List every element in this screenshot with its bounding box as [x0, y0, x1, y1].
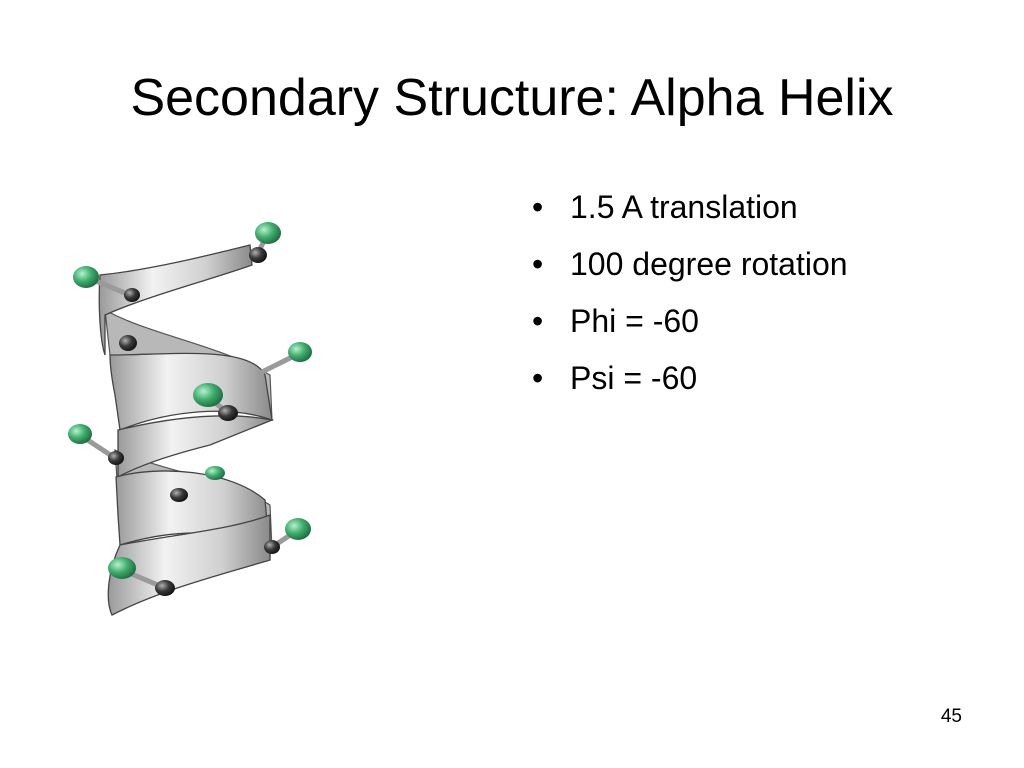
dark-atom [119, 335, 137, 351]
dark-atom [218, 405, 238, 421]
green-atom [73, 266, 99, 288]
dark-atom [108, 451, 124, 465]
dark-atom [264, 540, 280, 554]
dark-atom [170, 488, 188, 502]
bullet-text: Psi = -60 [570, 360, 698, 396]
bullet-marker: • [532, 246, 544, 282]
slide-title: Secondary Structure: Alpha Helix [130, 69, 894, 127]
green-atom [205, 466, 225, 480]
bullet-list: •1.5 A translation •100 degree rotation … [532, 188, 848, 416]
green-atom [68, 424, 92, 444]
dark-atom [155, 580, 175, 596]
bullet-marker: • [532, 360, 544, 396]
green-atom [193, 383, 223, 407]
dark-atom [124, 288, 140, 302]
green-atom [255, 222, 281, 244]
bullet-item: • 100 degree rotation [532, 245, 848, 283]
bullet-marker: • [532, 303, 544, 339]
bullet-marker: • [532, 189, 544, 225]
alpha-helix-illustration [68, 222, 312, 616]
bullet-item: • Phi = -60 [532, 302, 848, 340]
bullet-text: 1.5 A translation [570, 189, 798, 225]
dark-atom [249, 247, 267, 263]
helix-ribbon-front [98, 244, 275, 616]
bullet-text: 100 degree rotation [570, 246, 848, 282]
bullet-text: Phi = -60 [570, 303, 699, 339]
helix-green-atoms [68, 222, 312, 579]
bullet-item: • 1.5 A translation [532, 188, 848, 226]
green-atom [285, 518, 311, 540]
slide-number: 45 [940, 706, 962, 727]
bullet-item: • Psi = -60 [532, 359, 848, 397]
green-atom [288, 342, 312, 362]
helix-carbon-atoms [108, 247, 280, 596]
green-atom [108, 557, 136, 579]
